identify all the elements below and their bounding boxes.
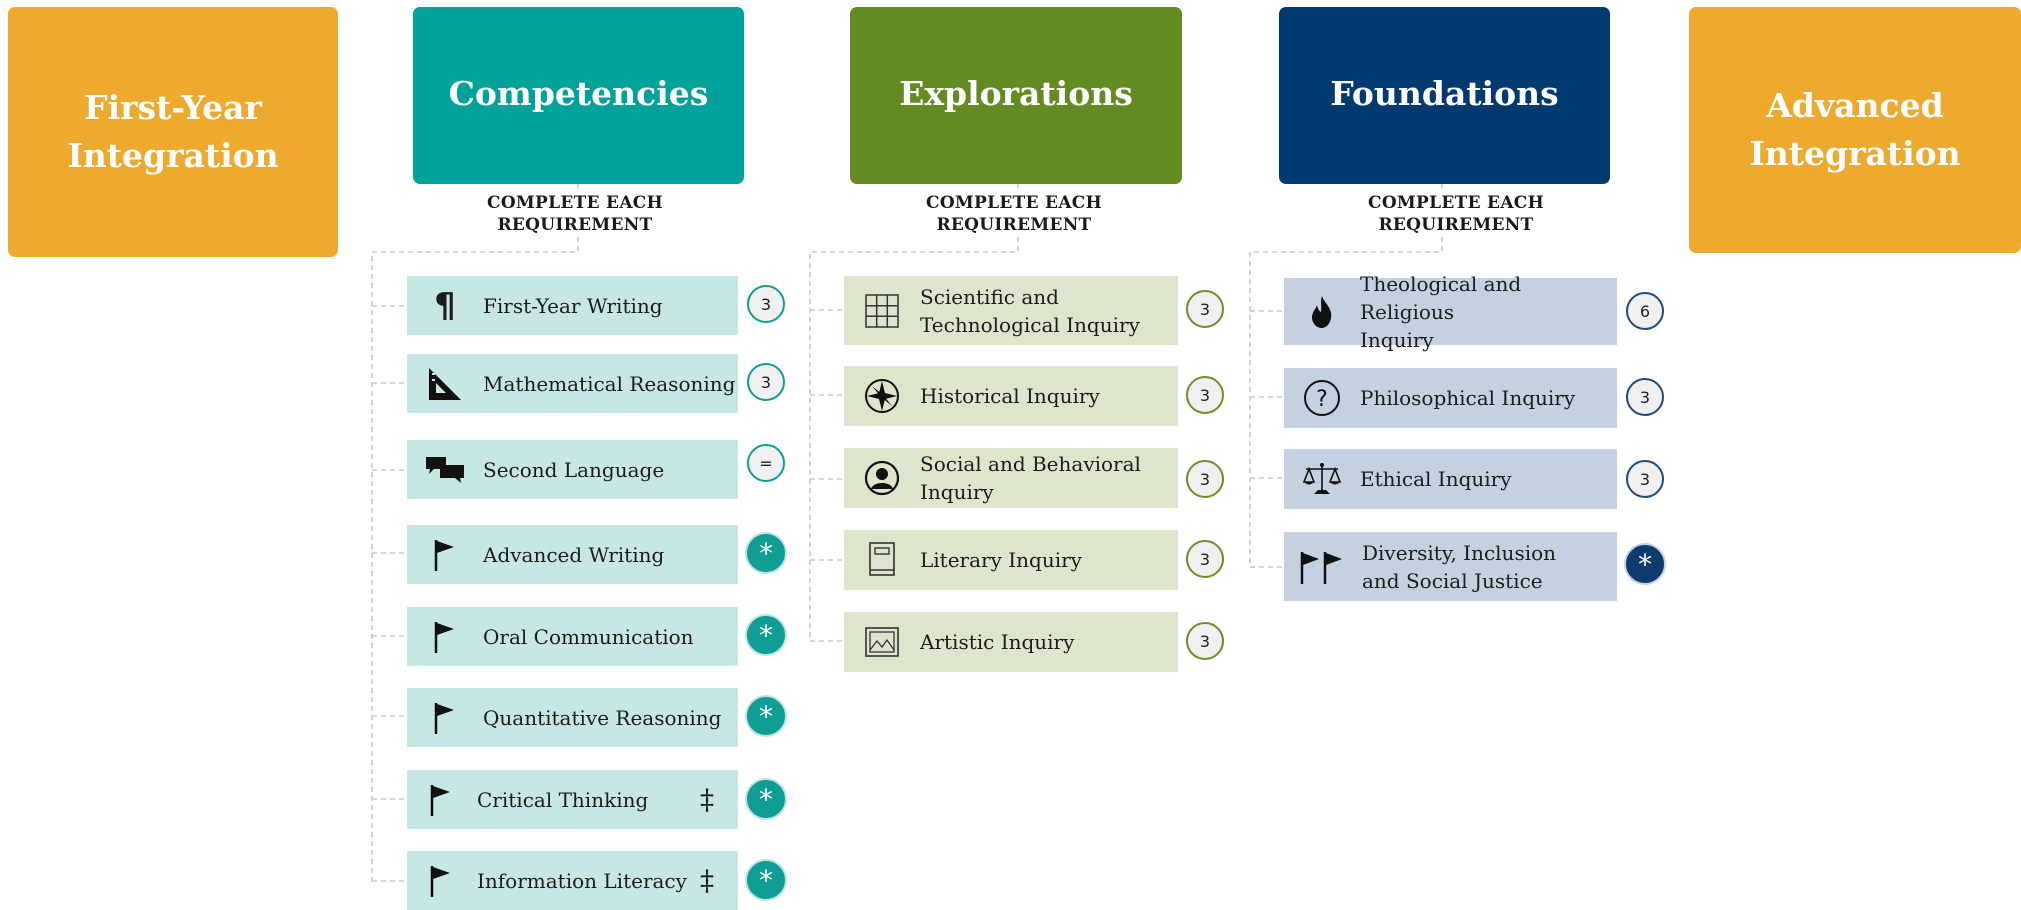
credit-badge: 3	[1626, 378, 1664, 416]
competency-second-language[interactable]: Second Language	[407, 440, 738, 499]
competency-advanced-writing[interactable]: Advanced Writing	[407, 525, 738, 584]
flag-badge: *	[747, 780, 785, 818]
foundation-philosophical-inquiry[interactable]: ? Philosophical Inquiry	[1284, 368, 1617, 428]
svg-text:?: ?	[1316, 387, 1328, 412]
explorations-header: Explorations	[850, 7, 1182, 184]
credit-badge: 3	[747, 285, 785, 323]
double-flag-icon	[1294, 543, 1350, 591]
credit-badge: 3	[1186, 460, 1224, 498]
double-dagger-mark: ‡	[700, 863, 714, 897]
competency-mathematical-reasoning[interactable]: Mathematical Reasoning	[407, 354, 738, 413]
competency-first-year-writing[interactable]: ¶ First-Year Writing	[407, 276, 738, 335]
credit-badge: 6	[1626, 292, 1664, 330]
credit-badge: 3	[1186, 290, 1224, 328]
grid-icon	[858, 287, 906, 335]
exploration-artistic-inquiry[interactable]: Artistic Inquiry	[844, 612, 1178, 672]
equivalency-badge: =	[747, 444, 785, 482]
foundation-ethical-inquiry[interactable]: Ethical Inquiry	[1284, 449, 1617, 509]
foundations-header: Foundations	[1279, 7, 1610, 184]
flag-badge: *	[747, 616, 785, 654]
credit-badge: 3	[1186, 540, 1224, 578]
credit-badge: 3	[1626, 460, 1664, 498]
compass-icon	[858, 372, 906, 420]
flag-badge: *	[747, 534, 785, 572]
pilcrow-icon: ¶	[434, 285, 456, 326]
exploration-literary-inquiry[interactable]: Literary Inquiry	[844, 530, 1178, 590]
competency-information-literacy[interactable]: Information Literacy ‡	[407, 851, 738, 910]
flag-icon	[417, 776, 465, 824]
framed-picture-icon	[858, 618, 906, 666]
scales-icon	[1298, 455, 1346, 503]
triangle-ruler-icon	[421, 360, 469, 408]
person-circle-icon	[858, 454, 906, 502]
speech-bubbles-icon	[421, 446, 469, 494]
flag-badge: *	[747, 697, 785, 735]
credit-badge: 3	[1186, 622, 1224, 660]
flag-icon	[421, 694, 469, 742]
flag-icon	[417, 857, 465, 905]
competencies-header: Competencies	[413, 7, 744, 184]
flag-badge: *	[1626, 545, 1664, 583]
book-icon	[858, 536, 906, 584]
credit-badge: 3	[747, 363, 785, 401]
competency-critical-thinking[interactable]: Critical Thinking ‡	[407, 770, 738, 829]
question-circle-icon: ?	[1298, 374, 1346, 422]
double-dagger-mark: ‡	[700, 782, 714, 816]
flag-icon	[421, 613, 469, 661]
flag-badge: *	[747, 861, 785, 899]
credit-badge: 3	[1186, 376, 1224, 414]
flag-icon	[421, 531, 469, 579]
flame-icon	[1298, 288, 1346, 336]
exploration-historical-inquiry[interactable]: Historical Inquiry	[844, 366, 1178, 426]
competency-quantitative-reasoning[interactable]: Quantitative Reasoning	[407, 688, 738, 747]
competency-oral-communication[interactable]: Oral Communication	[407, 607, 738, 666]
